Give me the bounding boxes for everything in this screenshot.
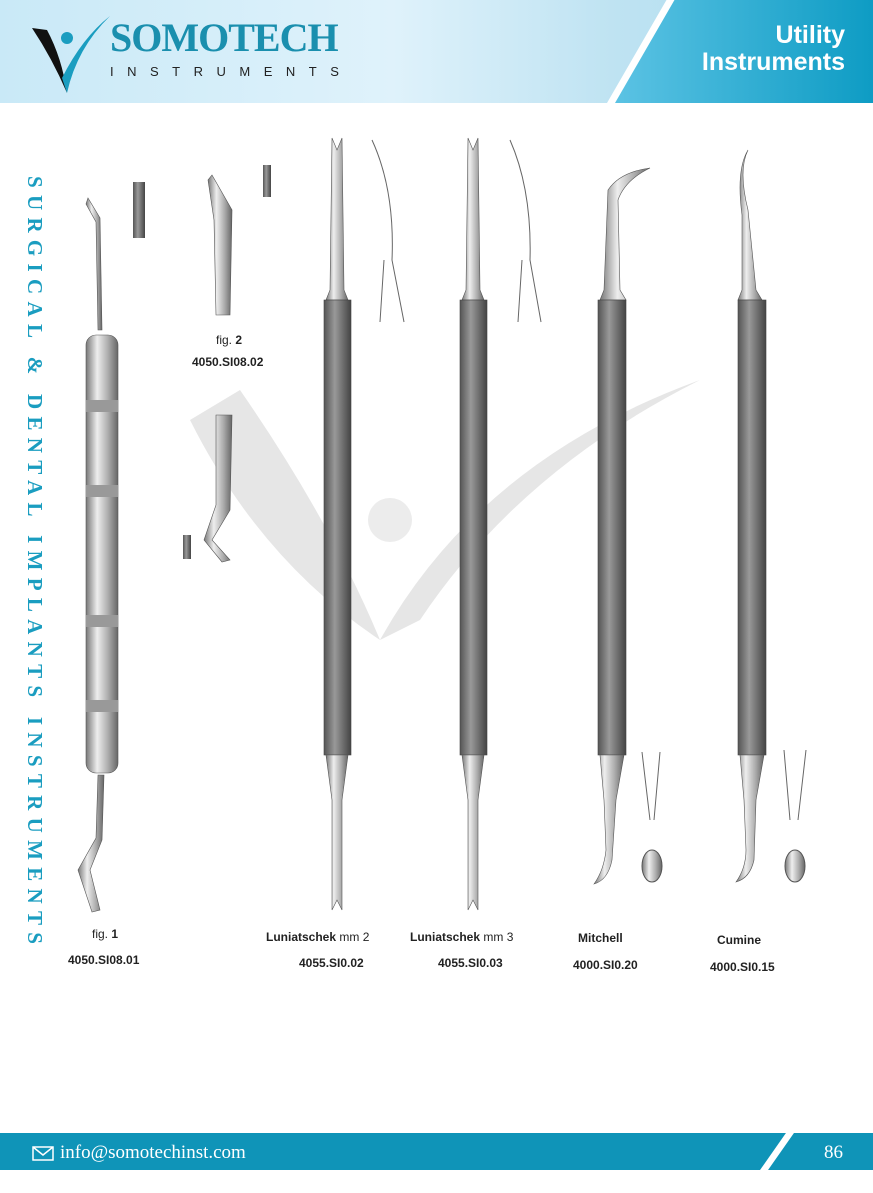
instrument-luniatschek-2: [323, 137, 405, 911]
instrument-cumine: [735, 149, 807, 883]
envelope-icon: [32, 1145, 54, 1161]
instrument-fig1: [77, 182, 145, 913]
side-category-text: SURGICAL & DENTAL IMPLANTS INSTRUMENTS: [23, 176, 47, 952]
title-line-1: Utility: [775, 21, 845, 49]
fig2-label: fig. 2: [216, 333, 243, 347]
fig1-label: fig. 1: [92, 927, 119, 941]
page-number: 86: [824, 1142, 843, 1163]
footer-bar: [0, 1133, 873, 1170]
product-code: 4000.SI0.15: [710, 960, 775, 974]
product-code: 4055.SI0.03: [438, 956, 503, 970]
somotech-logo-icon: [32, 16, 110, 93]
product-code: 4055.SI0.02: [299, 956, 364, 970]
product-code: 4000.SI0.20: [573, 958, 638, 972]
instrument-fig2: [183, 165, 271, 563]
title-line-2: Instruments: [701, 48, 845, 76]
brand-subtitle: INSTRUMENTS: [110, 64, 353, 79]
instrument-mitchell: [593, 167, 663, 885]
watermark-logo: [190, 380, 700, 640]
header-banner: SOMOTECH INSTRUMENTS Utility Instruments: [0, 0, 873, 103]
product-code: 4050.SI08.01: [68, 953, 140, 967]
product-code: 4050.SI08.02: [192, 355, 264, 369]
footer-email[interactable]: info@somotechinst.com: [32, 1142, 246, 1164]
product-name: Luniatschek mm 3: [410, 930, 514, 944]
product-name: Mitchell: [578, 931, 623, 945]
brand-name: SOMOTECH: [110, 15, 339, 60]
product-name: Luniatschek mm 2: [266, 930, 370, 944]
product-name: Cumine: [717, 933, 762, 947]
email-text[interactable]: info@somotechinst.com: [60, 1142, 246, 1163]
page-title: Utility Instruments: [702, 22, 845, 76]
instrument-luniatschek-3: [459, 137, 542, 911]
